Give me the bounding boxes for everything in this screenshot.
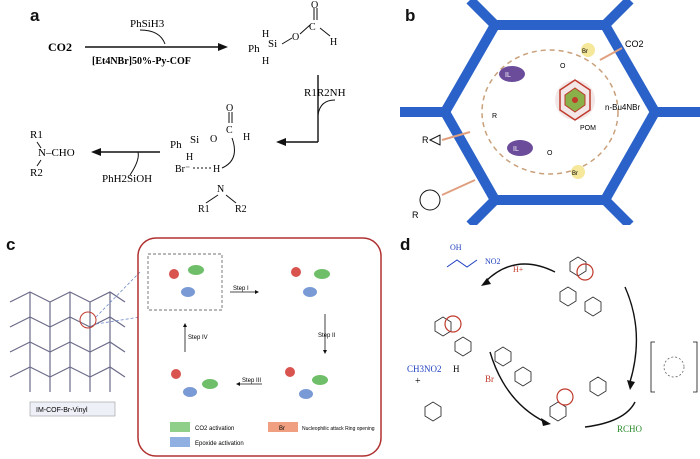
silyl-o-top: O [292,32,299,43]
legend-epoxide-swatch [170,437,190,447]
panel-b-letter: b [405,6,416,25]
silyl-si-top: Si [268,38,277,50]
h-plus-label: H+ [513,265,524,274]
int-n: N [217,184,224,195]
int-ph: Ph [170,139,182,151]
reagent-plus: + [415,376,421,387]
br-bubble-top [581,43,595,57]
panel-b-scheme: POM n-Bu4NBr CO2 IL IL Br Br R R O O R [400,0,700,225]
int-o-top: O [226,103,233,114]
formyl-h-top: H [330,37,337,48]
panel-a-scheme: PhSiH3 CO2 [Et4NBr]50%-Py-COF Ph Si H H … [30,0,346,215]
panel-d-scheme: OH NO2 H+ CH3NO2 + H Br RCHO [407,243,698,434]
int-br: Br⁻ [175,164,190,175]
il-label-bottom: IL [513,146,519,153]
formyl-c-top: C [309,22,316,33]
il-label-top: IL [505,72,511,79]
br-label-d: Br [485,374,494,384]
h-label-d: H [453,364,460,374]
legend-co2-text: CO2 activation [195,426,234,432]
int-r1: R1 [198,204,210,215]
silyl-h-top1: H [262,29,269,40]
panel-c-letter: c [6,235,16,254]
carbonate-r: R [412,210,419,220]
cof-framework [9,291,126,392]
il-oval-top [499,66,525,82]
product-r2: R2 [30,167,43,179]
panel-d-letter: d [400,235,411,254]
catalyst-label: [Et4NBr]50%-Py-COF [92,56,191,67]
framework-label-box [29,401,116,417]
step-3-label: Step III [242,378,261,384]
pom-label: POM [580,125,596,132]
int-c: C [226,125,233,136]
int-o-b1: O [560,63,566,70]
legend-br-text: Br [279,426,285,432]
product-oh: OH [450,243,462,252]
int-h3: H [243,132,250,143]
int-r2: R2 [235,204,247,215]
step-2-label: Step II [318,333,336,339]
amine-label: R1R2NH [304,87,346,99]
br-label-top: Br [582,49,588,55]
br-label-bottom: Br [572,171,578,177]
reagent-ch3no2: CH3NO2 [407,364,442,374]
silyl-ph-top: Ph [248,43,260,55]
framework-label: IM-COF-Br-Vinyl [36,407,88,414]
panel-a-letter: a [30,6,40,25]
product-label: N–CHO [38,147,75,159]
int-r-b: R [492,113,497,120]
br-bubble-bottom [571,165,585,179]
int-o-b2: O [547,150,553,157]
base-label: n-Bu4NBr [605,103,640,112]
pom-cluster [555,79,595,121]
reagent-rcho: RCHO [617,424,643,434]
int-si: Si [190,134,199,146]
legend-co2-swatch [170,422,190,432]
panel-c-scheme: IM-COF-Br-Vinyl Step I Step II Step III … [9,237,382,457]
il-oval-bottom [507,140,533,156]
mechanism-frame [137,237,382,457]
co2-label-b: CO2 [625,39,644,49]
reactant-co2: CO2 [48,40,72,54]
legend-br-swatch [268,422,298,432]
epoxide-r-left: R [422,135,429,145]
product-no2: NO2 [485,257,501,266]
reagent-phsih3: PhSiH3 [130,18,165,30]
int-h1: H [186,152,193,163]
legend-nucleophilic-text: Nucleophilic attack Ring opening [302,426,375,432]
byproduct-label: PhH2SiOH [102,173,152,185]
silyl-h-top2: H [262,56,269,67]
step-1-label: Step I [233,286,249,292]
step-4-label: Step IV [188,335,208,341]
int-o: O [210,134,217,145]
product-r1: R1 [30,129,43,141]
formyl-o-top: O [311,0,318,11]
int-h2: H [213,164,220,175]
legend-epoxide-text: Epoxide activation [195,441,244,447]
